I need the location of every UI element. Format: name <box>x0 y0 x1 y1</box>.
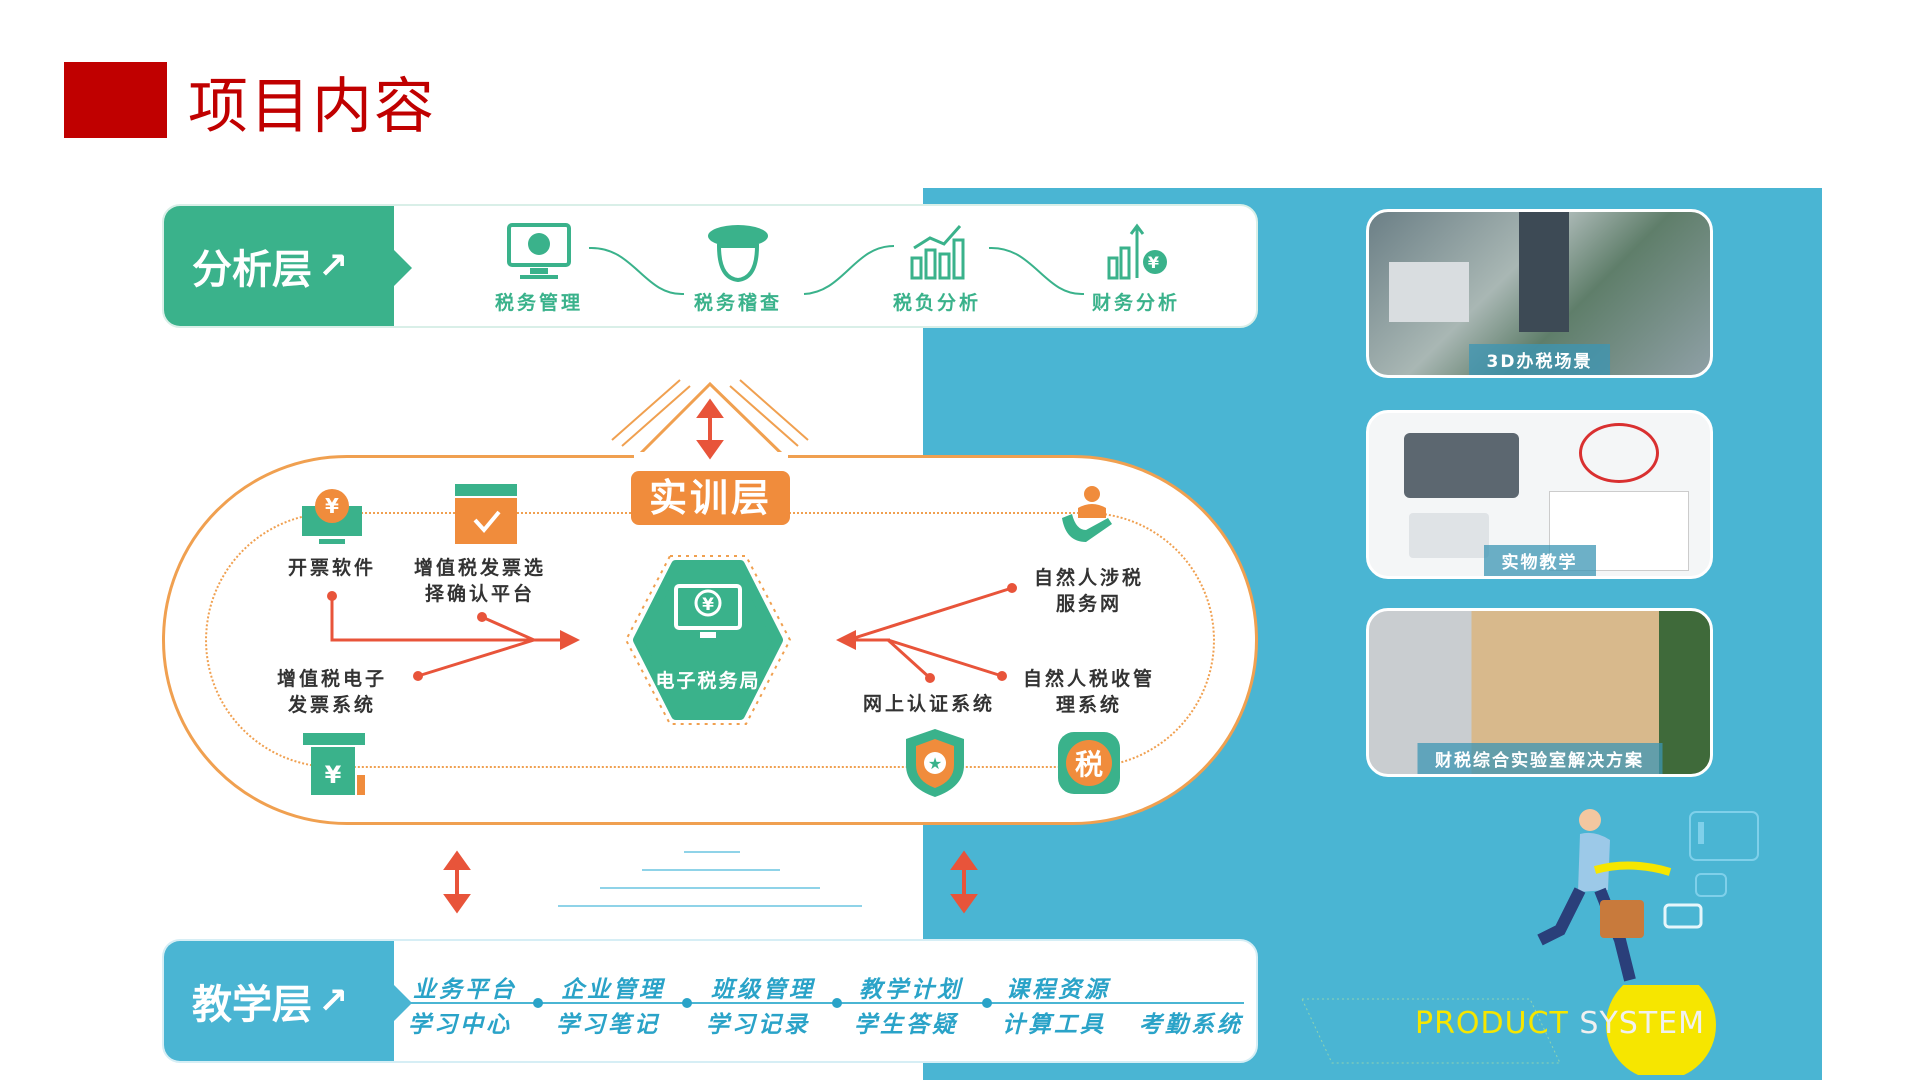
training-layer-badge: 实训层 <box>631 471 790 525</box>
teaching-item: 课程资源 <box>1006 977 1110 1003</box>
analysis-item-label: 财务分析 <box>1091 292 1180 314</box>
analysis-item-tax-inspection: 税务稽查 <box>678 222 798 315</box>
wave-connectors <box>588 245 1085 296</box>
stamp <box>1579 423 1659 483</box>
teaching-layer-bar: 教学层↗ <box>162 939 1258 1063</box>
teaching-item: 班级管理 <box>711 977 815 1003</box>
building <box>1519 212 1569 332</box>
analysis-item-tax-management: 税务管理 <box>479 222 599 315</box>
hexagon <box>633 560 783 720</box>
analysis-item-label: 税务稽查 <box>693 292 782 314</box>
node-invoice-software: 开票软件 <box>287 557 377 579</box>
analysis-item-label: 税务管理 <box>494 292 583 314</box>
building <box>1389 262 1469 322</box>
svg-text:¥: ¥ <box>1148 253 1162 272</box>
product-system-frame <box>1301 985 1716 1075</box>
analysis-item-tax-burden: 税负分析 <box>877 222 997 315</box>
node-online-certification: 网上认证系统 <box>862 693 996 715</box>
product-text: PRODUCT <box>1415 1006 1580 1041</box>
teaching-item: 学习中心 <box>408 1012 512 1038</box>
teaching-item: 学习笔记 <box>556 1012 660 1038</box>
yen-monitor-icon: ¥ <box>302 489 362 544</box>
check-box-icon <box>455 484 517 544</box>
person-hand-icon <box>1062 486 1112 542</box>
photo-caption: 实物教学 <box>1483 545 1596 576</box>
teaching-item: 学生答疑 <box>854 1012 958 1038</box>
photo-physical-teaching: 实物教学 <box>1366 410 1713 579</box>
teaching-item: 教学计划 <box>859 977 963 1003</box>
teaching-layer-label: 教学层↗ <box>164 941 412 1061</box>
yen-monitor-icon: ¥ <box>674 584 742 638</box>
analysis-item-label: 税负分析 <box>892 292 981 314</box>
analysis-layer-label: 分析层↗ <box>164 206 412 326</box>
arrow-up-icon: ↗ <box>318 980 349 1022</box>
svg-text:★: ★ <box>928 754 942 773</box>
teaching-layer-title: 教学层 <box>192 982 312 1028</box>
photo-caption: 3D办税场景 <box>1468 344 1611 375</box>
svg-text:¥: ¥ <box>325 761 342 789</box>
shield-star-icon: ★ <box>906 729 964 797</box>
analysis-layer-bar: 分析层↗ 税务管理 税务稽查 税负分析 ¥ 财务分析 <box>162 204 1258 328</box>
bar-chart-icon <box>910 225 965 280</box>
node-vat-e-invoice-system: 增值税电子 发票系统 <box>276 668 388 716</box>
analysis-layer-title: 分析层 <box>192 247 312 293</box>
inspector-icon <box>708 225 768 282</box>
teaching-item: 学习记录 <box>706 1012 810 1038</box>
tax-char: 税 <box>1066 740 1112 786</box>
receipt-icon: ¥ <box>303 733 365 795</box>
teaching-item: 计算工具 <box>1002 1012 1106 1038</box>
teaching-item: 业务平台 <box>413 977 517 1003</box>
device <box>1409 513 1489 558</box>
system-text: SYSTEM <box>1579 1006 1705 1041</box>
node-vat-invoice-platform: 增值税发票选 择确认平台 <box>413 557 547 605</box>
runner-illustration <box>1537 809 1759 982</box>
finance-chart-icon: ¥ <box>1107 223 1167 280</box>
tax-badge-icon: 税 <box>1058 732 1120 794</box>
node-natural-person-tax-service: 自然人涉税 服务网 <box>1033 567 1145 615</box>
product-system-label: PRODUCT SYSTEM <box>1415 1006 1705 1041</box>
photo-caption: 财税综合实验室解决方案 <box>1417 743 1662 774</box>
printer <box>1404 433 1519 498</box>
analysis-item-finance: ¥ 财务分析 <box>1076 222 1196 315</box>
timeline <box>396 998 1244 1008</box>
svg-text:¥: ¥ <box>702 595 714 615</box>
node-natural-person-tax-system: 自然人税收管 理系统 <box>1022 668 1156 716</box>
teaching-item: 企业管理 <box>561 977 665 1003</box>
page-title: 项目内容 <box>188 72 436 142</box>
svg-text:¥: ¥ <box>325 494 339 518</box>
arrow-up-icon: ↗ <box>318 245 349 287</box>
monitor-eye-icon <box>507 223 571 279</box>
title-marker <box>64 62 167 138</box>
photo-lab-solution: 财税综合实验室解决方案 <box>1366 608 1713 777</box>
e-tax-bureau-label: 电子税务局 <box>655 670 761 692</box>
photo-3d-tax-scene: 3D办税场景 <box>1366 209 1713 378</box>
teaching-item: 考勤系统 <box>1139 1012 1243 1038</box>
